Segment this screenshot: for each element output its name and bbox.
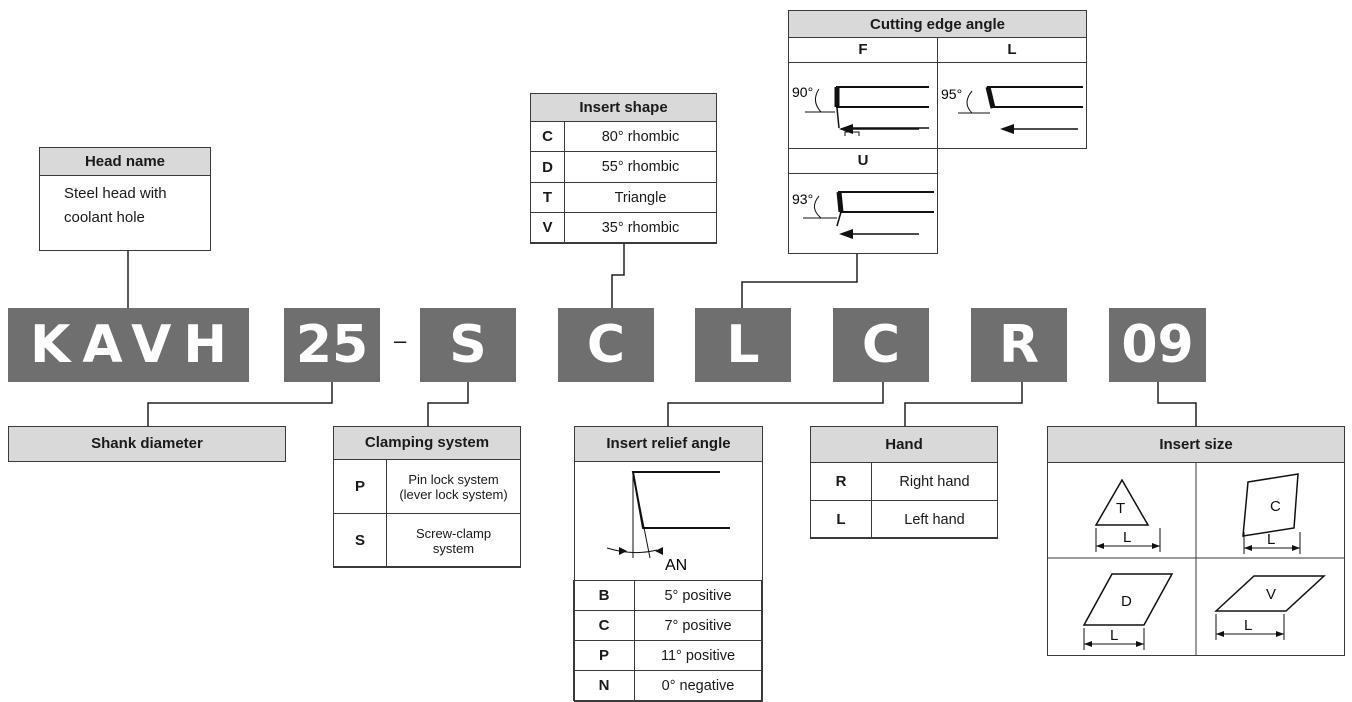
relief-code: C bbox=[573, 610, 635, 641]
relief-diagram: AN bbox=[606, 471, 730, 574]
size-shape-c: C bbox=[1270, 498, 1281, 515]
relief-desc: 11° positive bbox=[634, 640, 762, 671]
cutting-edge-l-label: L bbox=[938, 38, 1086, 63]
cutting-edge-f-label: F bbox=[789, 38, 937, 63]
insert-size-title: Insert size bbox=[1048, 427, 1344, 463]
relief-title: Insert relief angle bbox=[575, 427, 762, 462]
size-dim-l: L bbox=[1110, 627, 1118, 644]
shape-code: T bbox=[530, 182, 565, 213]
code-r: R bbox=[971, 308, 1067, 382]
clamp-code: P bbox=[333, 459, 387, 514]
shape-code: V bbox=[530, 212, 565, 243]
size-dim-l: L bbox=[1123, 529, 1131, 546]
clamp-desc: Pin lock system (lever lock system) bbox=[386, 459, 521, 514]
hand-desc: Left hand bbox=[871, 500, 998, 539]
edge-f-diagram: 90° bbox=[792, 84, 929, 136]
cutting-edge-f: F 90° bbox=[788, 37, 938, 149]
shape-code: C bbox=[530, 121, 565, 152]
relief-desc: 7° positive bbox=[634, 610, 762, 641]
separator-dash: – bbox=[394, 328, 407, 353]
head-name-text: Steel head with coolant hole bbox=[64, 185, 167, 226]
edge-u-diagram: 93° bbox=[792, 191, 934, 239]
code-09: 09 bbox=[1109, 308, 1206, 382]
edge-l-diagram: 95° bbox=[941, 86, 1083, 134]
clamp-desc: Screw-clamp system bbox=[386, 513, 521, 568]
code-kavh: KAVH bbox=[8, 308, 249, 382]
size-shape-v: V bbox=[1266, 586, 1276, 603]
relief-code: B bbox=[573, 580, 635, 611]
shape-desc: 80° rhombic bbox=[564, 121, 717, 152]
insert-shape-title: Insert shape bbox=[531, 94, 716, 122]
clamping-title: Clamping system bbox=[334, 427, 520, 460]
code-l: L bbox=[695, 308, 791, 382]
hand-desc: Right hand bbox=[871, 462, 998, 501]
edge-f-angle: 90° bbox=[792, 84, 813, 100]
rhombic-v-shape-icon bbox=[1214, 575, 1326, 612]
cutting-edge-l: L 95° bbox=[937, 37, 1087, 149]
cutting-edge-u-label: U bbox=[789, 149, 937, 174]
size-shape-d: D bbox=[1121, 593, 1132, 610]
head-name-title: Head name bbox=[40, 148, 210, 176]
cutting-edge-title: Cutting edge angle bbox=[789, 11, 1086, 39]
size-dim-l: L bbox=[1267, 531, 1275, 548]
rhombic-c-shape-icon bbox=[1242, 473, 1299, 537]
edge-u-angle: 93° bbox=[792, 191, 813, 207]
clamp-code: S bbox=[333, 513, 387, 568]
relief-desc: 0° negative bbox=[634, 670, 762, 701]
hand-code: L bbox=[810, 500, 872, 539]
size-dim-l: L bbox=[1244, 617, 1252, 634]
shank-diameter-box: Shank diameter bbox=[8, 426, 286, 462]
relief-code: N bbox=[573, 670, 635, 701]
shape-code: D bbox=[530, 151, 565, 183]
edge-l-angle: 95° bbox=[941, 86, 962, 102]
code-25: 25 bbox=[284, 308, 380, 382]
rhombic-d-shape-icon bbox=[1082, 573, 1174, 626]
code-c-relief: C bbox=[833, 308, 929, 382]
head-name-box: Head name Steel head with coolant hole bbox=[39, 147, 211, 251]
size-shape-t: T bbox=[1116, 500, 1125, 517]
insert-size-box: Insert size T L C L D L bbox=[1047, 426, 1345, 656]
insert-size-diagrams: T L C L D L V L bbox=[1048, 462, 1344, 655]
relief-desc: 5° positive bbox=[634, 580, 762, 611]
shape-desc: Triangle bbox=[564, 182, 717, 213]
triangle-shape-icon bbox=[1094, 478, 1150, 526]
shape-desc: 35° rhombic bbox=[564, 212, 717, 243]
shank-diameter-title: Shank diameter bbox=[91, 435, 203, 452]
shape-desc: 55° rhombic bbox=[564, 151, 717, 183]
relief-an-label: AN bbox=[665, 557, 687, 574]
relief-code: P bbox=[573, 640, 635, 671]
hand-title: Hand bbox=[811, 427, 997, 463]
hand-code: R bbox=[810, 462, 872, 501]
code-c-shape: C bbox=[558, 308, 654, 382]
code-s: S bbox=[420, 308, 516, 382]
cutting-edge-u: U 93° bbox=[788, 148, 938, 254]
